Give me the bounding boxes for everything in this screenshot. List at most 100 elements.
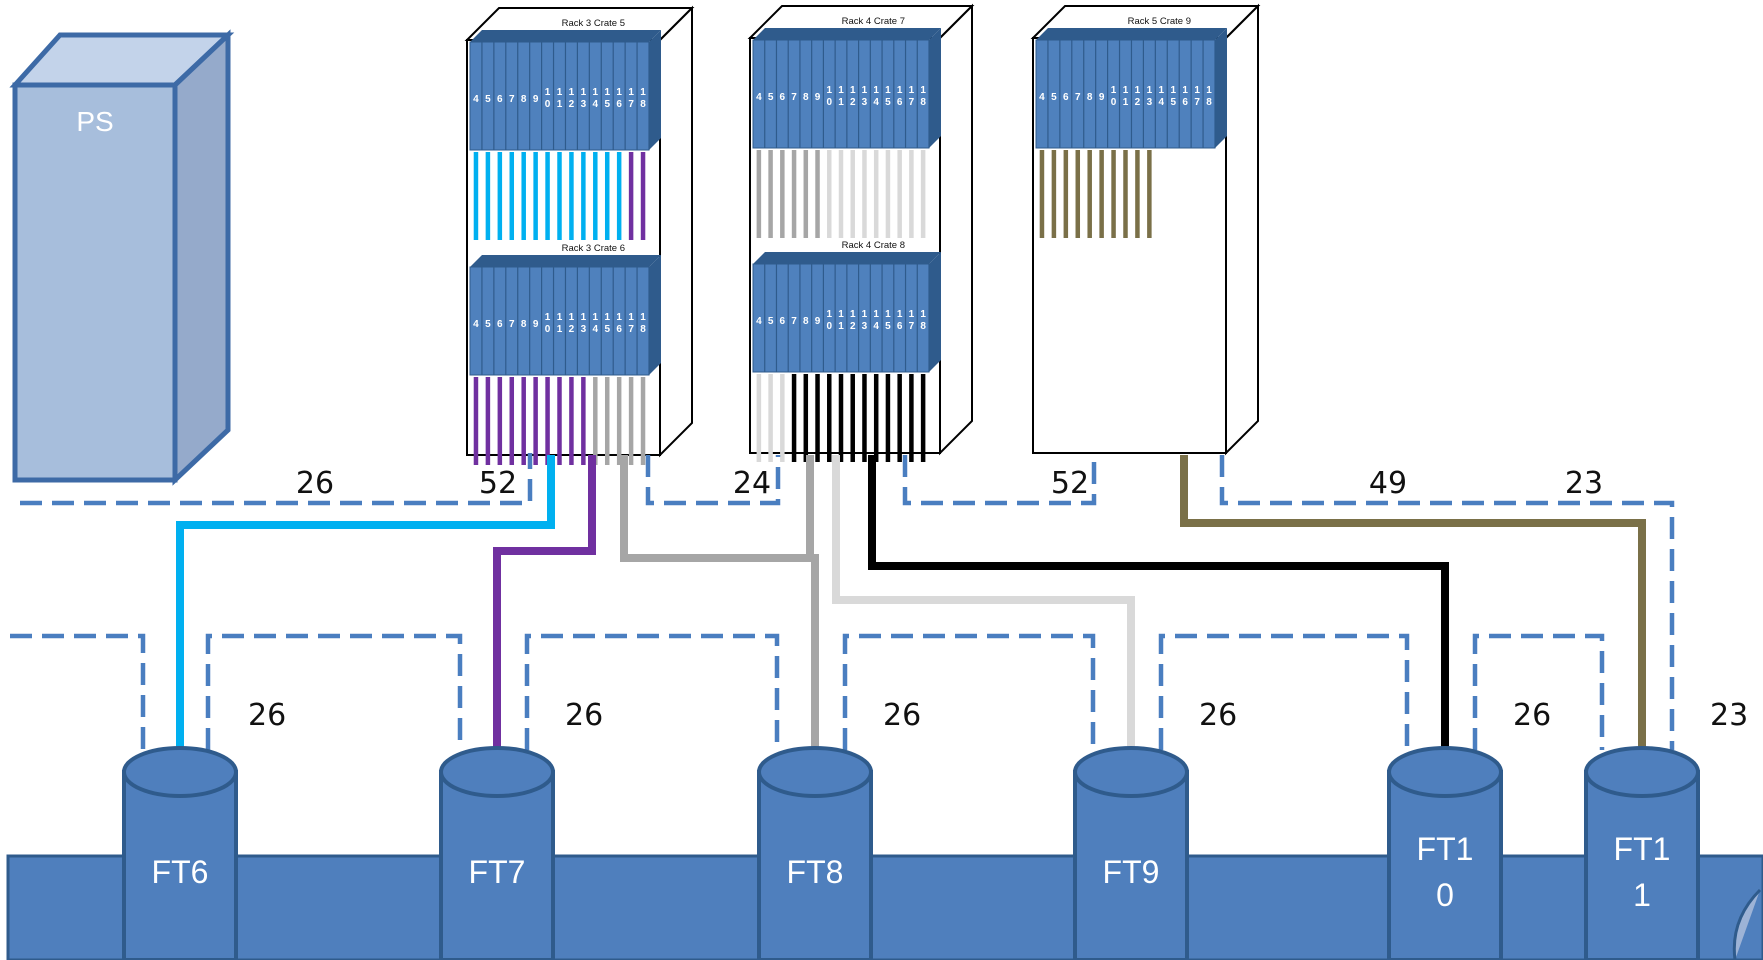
tank-run-label: 23 — [1710, 698, 1748, 733]
tank-label: FT9 — [1103, 854, 1160, 890]
tank-label: FT8 — [787, 854, 844, 890]
slot-number: 6 — [497, 319, 503, 330]
slot-number: 9 — [815, 316, 821, 327]
dashed-loop — [524, 633, 780, 750]
slot-number: 9 — [533, 94, 539, 105]
slot-number: 4 — [473, 94, 479, 105]
label-rack5-run: 49 — [1369, 466, 1407, 501]
label-rack4-left-run: 24 — [733, 466, 771, 501]
slot-number: 8 — [1087, 92, 1093, 103]
cable-to-ft10 — [868, 455, 1449, 748]
label-ps-run: 26 — [296, 466, 334, 501]
slot-number: 7 — [791, 316, 797, 327]
slot-number: 9 — [533, 319, 539, 330]
upper-run-labels: 26 52 24 52 49 23 — [296, 466, 1603, 501]
crate-title: Rack 3 Crate 6 — [562, 243, 625, 254]
cable-to-ft11 — [1180, 455, 1646, 748]
power-supply-label: PS — [76, 106, 113, 137]
dashed-run-rack4-right — [902, 455, 1097, 506]
slot-number: 6 — [497, 94, 503, 105]
upper-dashed-runs — [20, 453, 1675, 750]
tank-run-label: 26 — [565, 698, 603, 733]
slot-number: 7 — [1075, 92, 1081, 103]
label-rack3-run: 52 — [479, 466, 517, 501]
slot-number: 5 — [768, 92, 774, 103]
crate-title: Rack 4 Crate 8 — [842, 240, 905, 251]
dashed-loop — [1158, 633, 1410, 750]
crate-title: Rack 4 Crate 7 — [842, 16, 905, 27]
slot-number: 6 — [780, 92, 786, 103]
tank-run-label: 26 — [883, 698, 921, 733]
dashed-loop — [842, 633, 1096, 750]
slot-number: 4 — [473, 319, 479, 330]
lower-dashed-runs — [10, 633, 1605, 750]
slot-number: 4 — [756, 92, 762, 103]
cable-to-ft8 — [620, 455, 819, 748]
cable-to-ft6 — [176, 455, 555, 748]
dashed-run-ps-to-rack3 — [20, 453, 533, 506]
fibre-tank-ft9: FT9 26 — [1073, 698, 1237, 960]
label-rack4-right-run: 52 — [1051, 466, 1089, 501]
slot-number: 9 — [815, 92, 821, 103]
slot-number: 8 — [803, 316, 809, 327]
cable-to-ft9 — [832, 455, 1135, 748]
crate-title: Rack 3 Crate 5 — [562, 18, 625, 29]
fibre-tank-ft6: FT6 26 — [122, 698, 286, 960]
tank-run-label: 26 — [248, 698, 286, 733]
slot-number: 8 — [803, 92, 809, 103]
tank-run-label: 26 — [1199, 698, 1237, 733]
dashed-run-rack5-right — [1219, 455, 1675, 750]
tank-label: FT7 — [469, 854, 526, 890]
label-rack5-right-run: 23 — [1565, 466, 1603, 501]
crate-title: Rack 5 Crate 9 — [1128, 16, 1191, 27]
slot-number: 5 — [1051, 92, 1057, 103]
slot-number: 5 — [485, 319, 491, 330]
slot-number: 8 — [521, 319, 527, 330]
tank-run-label: 26 — [1513, 698, 1551, 733]
tank-label: FT6 — [152, 854, 209, 890]
fibre-tank-ft8: FT8 26 — [757, 698, 921, 960]
cable-to-ft7 — [493, 455, 596, 748]
slot-number: 9 — [1099, 92, 1105, 103]
dashed-run-rack3-to-rack4 — [645, 455, 781, 506]
